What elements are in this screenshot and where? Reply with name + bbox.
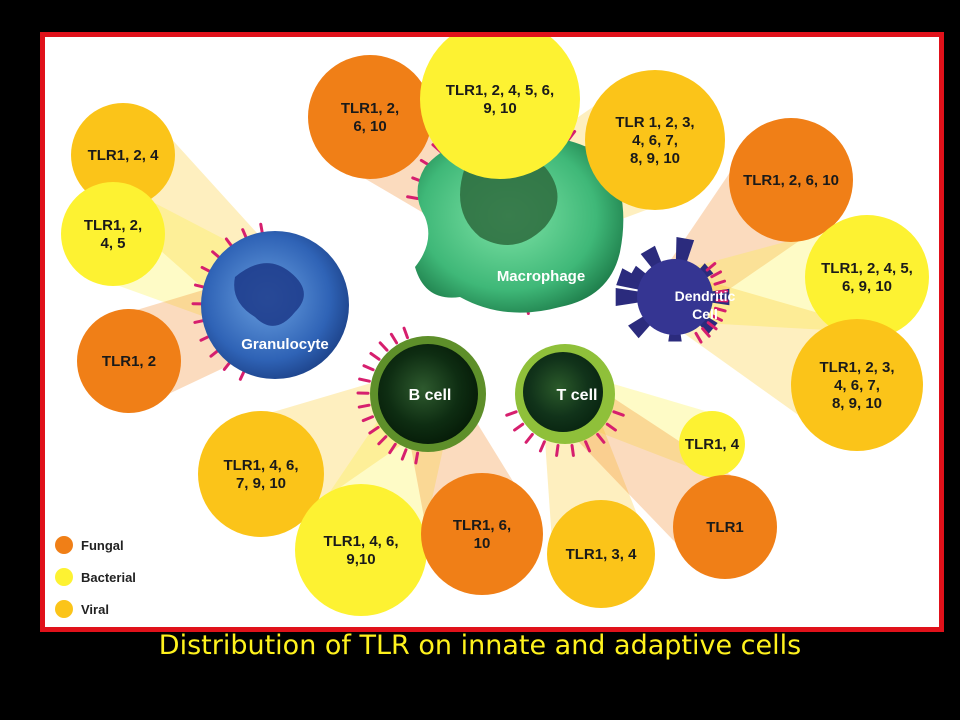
tlr-circle-b_cell-fungal: TLR1, 6,10 [421, 473, 543, 595]
tlr-label: 7, 9, 10 [236, 475, 286, 492]
receptor-spikes [356, 326, 420, 465]
receptor-spikes [505, 410, 625, 457]
legend-item-fungal: Fungal [55, 529, 136, 561]
tlr-label: 10 [474, 535, 491, 552]
receptor-spikes [694, 262, 729, 344]
tlr-label: 4, 6, 7, [632, 132, 678, 149]
tlr-circle-macrophage-fungal: TLR1, 2,6, 10 [308, 55, 432, 179]
cell-label-b-cell: B cell [409, 387, 452, 404]
legend-swatch-fungal [55, 536, 73, 554]
cell-label-t-cell: T cell [557, 387, 598, 404]
tlr-label: 6, 9, 10 [842, 278, 892, 295]
tlr-circle-t_cell-bacterial: TLR1, 4 [679, 411, 745, 477]
dendritic-cell [615, 237, 730, 342]
tlr-label: TLR1, 2, 4, 5, [821, 260, 913, 277]
cell-label-dendritic-line2: Cell [692, 306, 718, 322]
tlr-circle-dendritic-bacterial: TLR1, 2, 4, 5,6, 9, 10 [805, 215, 929, 339]
tlr-label: TLR1, 4, 6, [223, 457, 298, 474]
tlr-circle-b_cell-bacterial: TLR1, 4, 6,9,10 [295, 484, 427, 616]
tlr-label: TLR1, 6, [453, 517, 511, 534]
legend-item-viral: Viral [55, 593, 136, 625]
tlr-circle-dendritic-fungal: TLR1, 2, 6, 10 [729, 118, 853, 242]
tlr-circle-macrophage-viral: TLR 1, 2, 3,4, 6, 7,8, 9, 10 [585, 70, 725, 210]
legend-swatch-bacterial [55, 568, 73, 586]
tlr-label: 9,10 [346, 551, 375, 568]
tlr-circle-t_cell-fungal: TLR1 [673, 475, 777, 579]
tlr-circle-granulocyte-bacterial: TLR1, 2,4, 5 [61, 182, 165, 286]
legend-item-bacterial: Bacterial [55, 561, 136, 593]
cell-label-dendritic-line1: Dendritic [675, 288, 736, 304]
tlr-label: TLR1, 4 [685, 436, 740, 453]
legend-label: Viral [81, 601, 109, 617]
tlr-label: 8, 9, 10 [832, 395, 882, 412]
cell-label-macrophage: Macrophage [497, 268, 585, 285]
tlr-circle-dendritic-viral: TLR1, 2, 3,4, 6, 7,8, 9, 10 [791, 319, 923, 451]
tlr-label: TLR1, 2, 4 [88, 147, 160, 164]
tlr-label: TLR1, 2, [84, 217, 142, 234]
tlr-label: 4, 6, 7, [834, 377, 880, 394]
tlr-circle-granulocyte-viral: TLR1, 2, 4 [71, 103, 175, 207]
tlr-circle-b_cell-viral: TLR1, 4, 6,7, 9, 10 [198, 411, 324, 537]
tlr-label: TLR1 [706, 519, 744, 536]
granulocyte-nucleus [234, 263, 304, 326]
tlr-circle-t_cell-viral: TLR1, 3, 4 [547, 500, 655, 608]
t-cell-nucleus [523, 352, 603, 432]
legend-label: Fungal [81, 537, 124, 553]
tlr-label: TLR1, 3, 4 [566, 546, 638, 563]
tlr-label: TLR1, 2 [102, 353, 156, 370]
tlr-circle-granulocyte-fungal: TLR1, 2 [77, 309, 181, 413]
tlr-label: TLR1, 2, 4, 5, 6, [446, 82, 554, 99]
tlr-label: TLR1, 2, 3, [819, 359, 894, 376]
tlr-label: 4, 5 [100, 235, 125, 252]
tlr-label: TLR1, 2, [341, 100, 399, 117]
legend-label: Bacterial [81, 569, 136, 585]
tlr-label: 9, 10 [483, 100, 516, 117]
tlr-label: 8, 9, 10 [630, 150, 680, 167]
tlr-label: TLR 1, 2, 3, [615, 114, 694, 131]
tlr-label: 6, 10 [353, 118, 386, 135]
tlr-label: TLR1, 2, 6, 10 [743, 172, 839, 189]
caption: Distribution of TLR on innate and adapti… [158, 630, 802, 661]
tlr-label: TLR1, 4, 6, [323, 533, 398, 550]
legend-swatch-viral [55, 600, 73, 618]
b-cell-nucleus [378, 344, 478, 444]
cell-label-granulocyte: Granulocyte [241, 336, 329, 353]
tlr-circle-macrophage-bacterial: TLR1, 2, 4, 5, 6,9, 10 [420, 37, 580, 179]
